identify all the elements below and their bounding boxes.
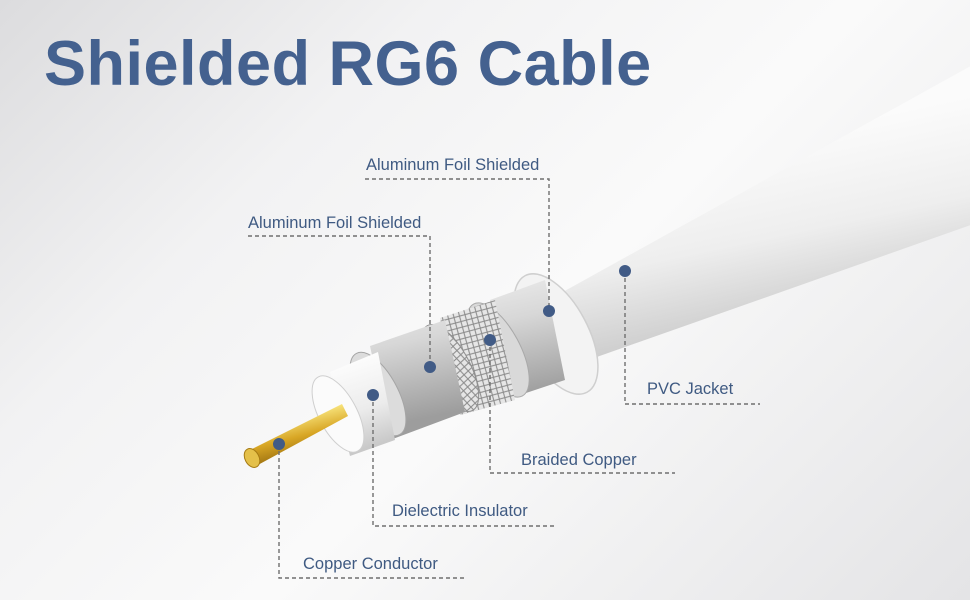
leader-dielectric xyxy=(372,395,557,527)
marker-pvc-jacket xyxy=(619,265,631,277)
leader-braided-copper xyxy=(489,340,675,474)
label-braided-copper: Braided Copper xyxy=(521,451,637,469)
page-title: Shielded RG6 Cable xyxy=(44,29,652,99)
label-pvc-jacket: PVC Jacket xyxy=(647,380,734,398)
marker-inner-foil xyxy=(424,361,436,373)
label-outer-foil: Aluminum Foil Shielded xyxy=(366,156,540,174)
label-inner-foil: Aluminum Foil Shielded xyxy=(248,214,422,232)
copper-conductor-wire xyxy=(243,404,348,468)
marker-outer-foil xyxy=(543,305,555,317)
marker-dielectric xyxy=(367,389,379,401)
dielectric-insulator-layer xyxy=(311,352,395,456)
leader-pvc-jacket xyxy=(624,271,760,405)
leader-outer-foil xyxy=(365,178,550,310)
pvc-jacket-body xyxy=(513,66,970,395)
leader-inner-foil xyxy=(248,235,431,366)
marker-braided-copper xyxy=(484,334,496,346)
marker-copper-conductor xyxy=(273,438,285,450)
label-copper-conductor: Copper Conductor xyxy=(303,555,438,573)
label-dielectric: Dielectric Insulator xyxy=(392,502,528,520)
leader-copper-conductor xyxy=(278,444,465,579)
